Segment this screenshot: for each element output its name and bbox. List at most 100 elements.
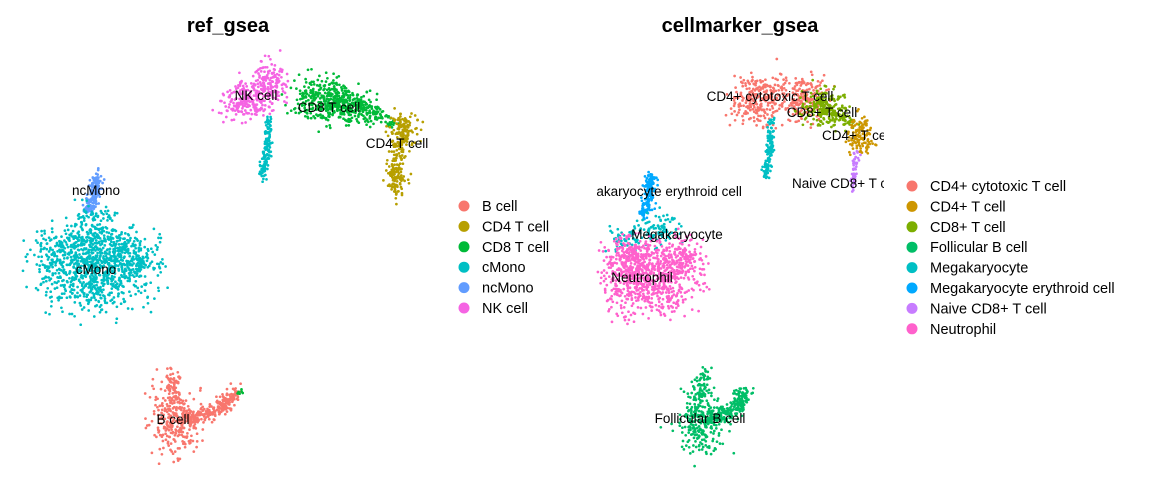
- data-point: [87, 204, 90, 208]
- data-point: [752, 99, 755, 103]
- data-point: [103, 297, 107, 300]
- data-point: [37, 255, 40, 259]
- data-point: [323, 102, 327, 106]
- data-point: [361, 103, 365, 107]
- data-point: [788, 104, 791, 107]
- data-point: [270, 79, 274, 83]
- data-point: [394, 170, 398, 174]
- data-point: [132, 249, 136, 253]
- data-point: [270, 63, 274, 66]
- data-point: [137, 262, 141, 265]
- data-point: [223, 412, 227, 416]
- data-point: [51, 272, 55, 275]
- data-point: [311, 106, 315, 110]
- data-point: [226, 90, 229, 94]
- data-point: [369, 119, 373, 123]
- data-point: [265, 73, 269, 77]
- data-point: [809, 122, 813, 126]
- data-point: [95, 187, 99, 191]
- data-point: [763, 97, 767, 101]
- data-point: [39, 248, 43, 251]
- data-point: [766, 113, 769, 116]
- data-point: [113, 213, 116, 217]
- data-point: [112, 300, 116, 304]
- data-point: [192, 413, 195, 417]
- data-point: [76, 239, 80, 243]
- data-point: [177, 396, 180, 399]
- data-point: [70, 250, 74, 254]
- data-point: [98, 305, 102, 309]
- data-point: [385, 114, 388, 117]
- data-point: [91, 194, 95, 198]
- data-point: [157, 462, 161, 466]
- data-point: [607, 307, 611, 311]
- data-point: [818, 119, 822, 123]
- data-point: [263, 70, 266, 74]
- data-point: [784, 76, 788, 80]
- data-point: [322, 88, 325, 92]
- data-point: [189, 422, 193, 426]
- data-point: [139, 291, 143, 295]
- data-point: [123, 237, 126, 240]
- data-point: [368, 89, 372, 93]
- data-point: [259, 83, 263, 86]
- data-point: [328, 106, 332, 110]
- data-point: [385, 158, 389, 162]
- data-point: [831, 116, 835, 120]
- data-point: [303, 92, 307, 95]
- data-point: [46, 265, 50, 268]
- data-point: [270, 91, 274, 94]
- data-point: [85, 239, 89, 243]
- data-point: [778, 103, 782, 107]
- data-point: [747, 117, 751, 121]
- data-point: [855, 161, 859, 165]
- data-point: [749, 71, 753, 75]
- data-point: [653, 176, 657, 179]
- data-point: [658, 206, 662, 209]
- data-point: [149, 262, 152, 265]
- data-point: [171, 421, 174, 425]
- data-point: [79, 323, 83, 327]
- data-point: [238, 97, 241, 101]
- data-point: [343, 104, 347, 108]
- data-point: [730, 112, 734, 116]
- data-point: [768, 130, 772, 133]
- data-point: [167, 383, 171, 387]
- data-point: [160, 401, 164, 405]
- data-point: [662, 222, 666, 226]
- data-point: [267, 54, 271, 58]
- data-point: [370, 107, 374, 110]
- data-point: [332, 84, 336, 88]
- data-point: [222, 396, 226, 399]
- data-point: [45, 253, 48, 257]
- data-point: [276, 76, 279, 80]
- data-point: [188, 409, 192, 413]
- data-point: [213, 414, 217, 418]
- data-point: [91, 239, 95, 242]
- data-point: [113, 211, 117, 215]
- data-point: [324, 118, 328, 121]
- data-point: [764, 159, 768, 163]
- data-point: [22, 239, 26, 242]
- data-point: [115, 282, 119, 286]
- data-point: [188, 392, 192, 395]
- data-point: [72, 242, 76, 246]
- data-point: [127, 241, 130, 244]
- data-point: [344, 92, 348, 96]
- data-point: [219, 410, 223, 414]
- data-point: [98, 310, 102, 314]
- data-point: [189, 439, 192, 442]
- data-point: [109, 282, 113, 286]
- data-point: [79, 269, 83, 273]
- data-point: [106, 281, 109, 285]
- data-point: [159, 270, 163, 274]
- data-point: [356, 119, 359, 123]
- data-point: [168, 408, 172, 411]
- data-point: [266, 82, 270, 85]
- data-point: [283, 100, 286, 103]
- data-point: [335, 81, 338, 85]
- data-point: [157, 265, 161, 269]
- data-point: [71, 235, 74, 238]
- data-point: [656, 294, 659, 298]
- data-point: [751, 75, 754, 79]
